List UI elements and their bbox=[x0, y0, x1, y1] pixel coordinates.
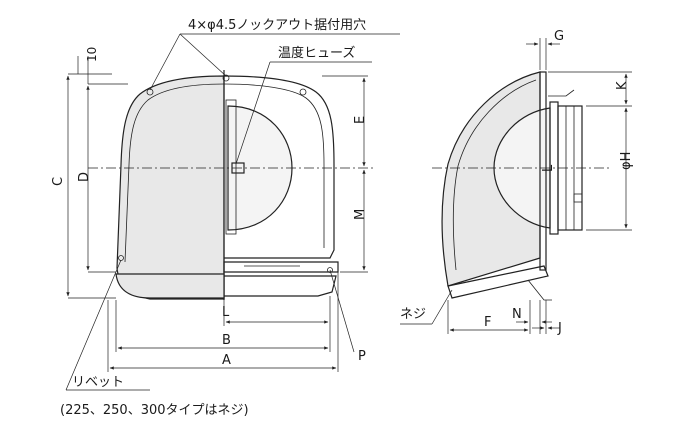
mount-hole-tl bbox=[146, 88, 154, 96]
dim-L-front: L bbox=[222, 305, 230, 320]
damper-frame bbox=[225, 99, 237, 235]
dim-E: E bbox=[353, 116, 368, 124]
dim-K: K bbox=[615, 81, 630, 90]
hood-side-inner bbox=[452, 79, 537, 271]
bottom-lip-right bbox=[224, 275, 337, 297]
dim-G: G bbox=[554, 29, 564, 44]
callout-knockout-holes: 4×φ4.5ノックアウト据付用穴 bbox=[188, 18, 366, 33]
callout-rivet-note: (225、250、300タイプはネジ) bbox=[60, 403, 249, 418]
side-clip bbox=[573, 193, 583, 203]
bottom-frame bbox=[223, 261, 339, 273]
front-view bbox=[88, 70, 374, 300]
top-bracket bbox=[548, 89, 575, 97]
mount-hole-tc bbox=[222, 74, 230, 82]
dim-J: J bbox=[557, 321, 562, 336]
dim-A: A bbox=[222, 353, 231, 368]
dim-F: F bbox=[484, 315, 491, 330]
dim-C: C bbox=[51, 177, 66, 186]
callout-thermal-fuse: 温度ヒューズ bbox=[278, 45, 355, 61]
dim-L-side: L bbox=[541, 164, 556, 172]
front-callouts: 4×φ4.5ノックアウト据付用穴 温度ヒューズ リベット (225、250、30… bbox=[60, 18, 400, 418]
hood-inner-edge bbox=[124, 83, 225, 263]
bottom-lip bbox=[115, 273, 225, 299]
front-dimensions: C D 10 E M L B A P bbox=[51, 47, 368, 372]
dim-D: D bbox=[77, 172, 92, 182]
rivet-right bbox=[327, 267, 333, 273]
mount-hole-tr bbox=[299, 88, 307, 96]
hood-body-front bbox=[116, 75, 225, 300]
tray-lip bbox=[527, 279, 552, 301]
dim-M: M bbox=[353, 209, 368, 220]
dim-10: 10 bbox=[85, 47, 99, 62]
side-view bbox=[432, 71, 612, 301]
dim-B: B bbox=[222, 333, 231, 348]
callout-rivet: リベット bbox=[72, 375, 124, 390]
dim-N: N bbox=[512, 307, 522, 322]
dim-H: φH bbox=[619, 152, 634, 170]
wall-plate bbox=[539, 71, 547, 271]
hood-right-shell bbox=[223, 75, 335, 259]
hood-right-inner bbox=[223, 83, 325, 248]
dim-P: P bbox=[358, 349, 366, 364]
side-dimensions: G K φH L F N J ネジ bbox=[400, 29, 634, 336]
bottom-tray-side bbox=[447, 265, 549, 299]
callout-screw: ネジ bbox=[400, 307, 426, 322]
